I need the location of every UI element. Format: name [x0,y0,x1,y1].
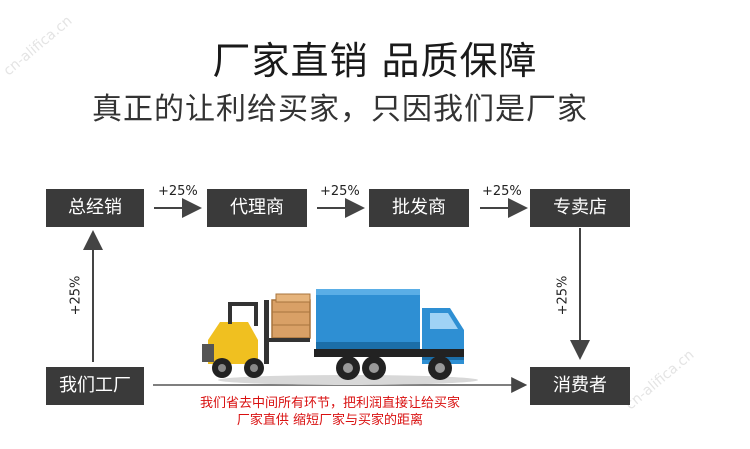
node-wholesaler: 批发商 [369,189,469,227]
note-line-1: 我们省去中间所有环节，把利润直接让给买家 [199,396,460,411]
node-consumer: 消费者 [530,367,630,405]
truck-illustration [202,289,478,385]
node-factory: 我们工厂 [46,367,144,405]
note-line-2: 厂家直供 缩短厂家与买家的距离 [236,413,424,428]
markup-store-to-consumer: +25% [555,275,571,316]
headline: 厂家直销 品质保障 [212,39,538,83]
node-agent: 代理商 [207,189,307,227]
markup-general-to-agent: +25% [158,184,198,199]
node-general-distributor: 总经销 [46,189,144,227]
markup-wholesaler-to-store: +25% [482,184,522,199]
markup-factory-to-general: +25% [68,275,84,316]
subline: 真正的让利给买家，只因我们是厂家 [92,92,588,127]
markup-agent-to-wholesaler: +25% [320,184,360,199]
node-store: 专卖店 [530,189,630,227]
